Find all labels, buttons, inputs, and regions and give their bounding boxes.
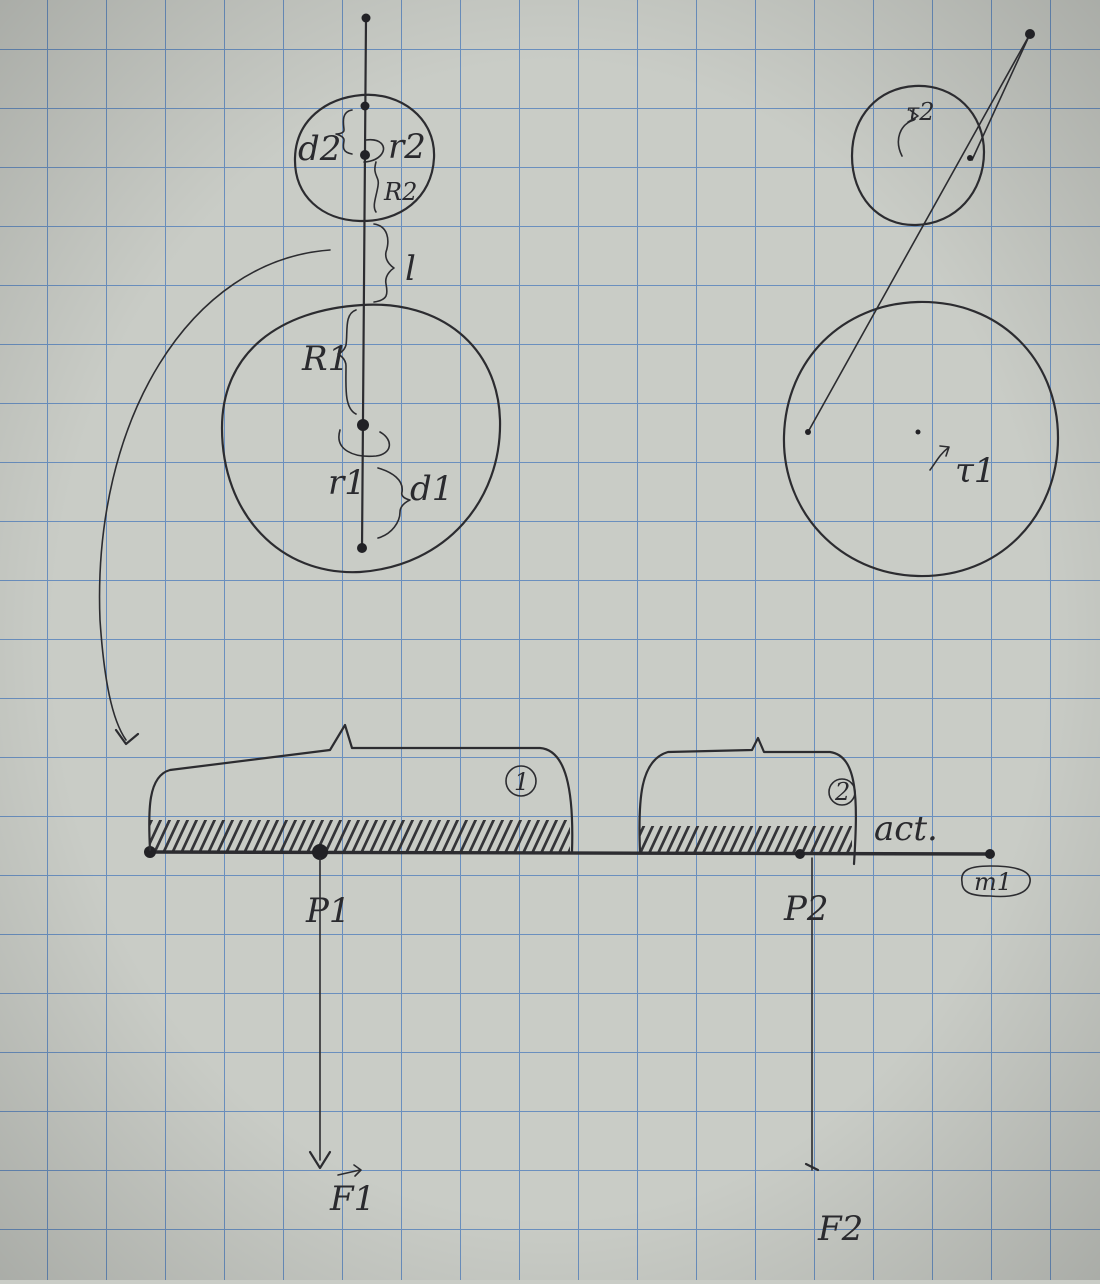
force-tick-F2 (804, 1162, 820, 1172)
r2-arc (363, 138, 385, 163)
mapping-arrow (98, 249, 331, 741)
right-figure: τ2 τ1 (782, 29, 1060, 578)
line-start-point (144, 846, 156, 858)
large-disc (220, 303, 502, 574)
label-R2: R2 (383, 178, 417, 206)
label-region-2: 2 (834, 778, 850, 806)
r1-arc (338, 429, 391, 458)
label-region-1: 1 (514, 768, 529, 796)
label-F2: F2 (817, 1209, 863, 1249)
base-line (148, 850, 992, 856)
label-P2: P2 (783, 889, 829, 929)
label-tau1: τ1 (955, 451, 995, 491)
label-F1: F1 (329, 1179, 375, 1219)
m1-outline (961, 865, 1031, 898)
tau2-arrow (897, 119, 915, 157)
large-disc-center (357, 419, 369, 431)
label-l: l (405, 249, 416, 289)
brace-R1 (337, 309, 357, 415)
vector-arrow-F1 (337, 1164, 362, 1177)
label-act: act. (874, 809, 938, 849)
label-d1: d1 (410, 469, 453, 509)
point-P2 (795, 849, 805, 859)
brace-R2 (373, 161, 380, 213)
hatch-region-1 (150, 820, 570, 852)
small-disc-top-point (360, 101, 370, 111)
small-disc-center (360, 150, 370, 160)
left-figure: d2 r2 R2 l R1 r1 d1 (220, 13, 502, 574)
brace-l (373, 223, 395, 303)
force-arrowhead-F1 (308, 1150, 332, 1170)
small-disc-contact-point (967, 155, 973, 161)
diagonal-line-2 (971, 33, 1031, 161)
small-disc (293, 93, 436, 223)
diagonal-line (807, 33, 1031, 433)
large-disc-contact-point (805, 429, 811, 435)
label-r1: r1 (328, 463, 366, 503)
tau1-arrow (929, 447, 949, 471)
bottom-figure: 1 2 act. m1 P1 P2 F1 F2 (144, 723, 1031, 1249)
tau1-arrowhead (939, 445, 950, 457)
tau2-arrowhead (907, 109, 919, 123)
brace-region-2 (638, 736, 857, 866)
right-small-disc (850, 84, 986, 227)
label-P1: P1 (305, 891, 351, 931)
axis-top-point (361, 13, 371, 23)
point-P1 (312, 844, 328, 860)
label-tau2: τ2 (906, 98, 935, 126)
diagonal-top-point (1025, 29, 1035, 39)
label-d2: d2 (298, 129, 341, 169)
large-disc-right-center (915, 429, 921, 435)
hatch-region-2 (640, 826, 852, 852)
brace-d2 (335, 109, 353, 155)
brace-region-1 (148, 723, 574, 854)
circle-region-2 (828, 778, 856, 806)
mapping-arrowhead (114, 728, 140, 746)
brace-d1 (377, 467, 411, 539)
label-r2: r2 (388, 127, 426, 167)
label-m1: m1 (974, 868, 1012, 896)
large-disc-bottom-point (357, 543, 367, 553)
right-large-disc (782, 300, 1060, 578)
line-end-point (985, 849, 995, 859)
label-R1: R1 (301, 339, 349, 379)
circle-region-1 (505, 765, 537, 797)
